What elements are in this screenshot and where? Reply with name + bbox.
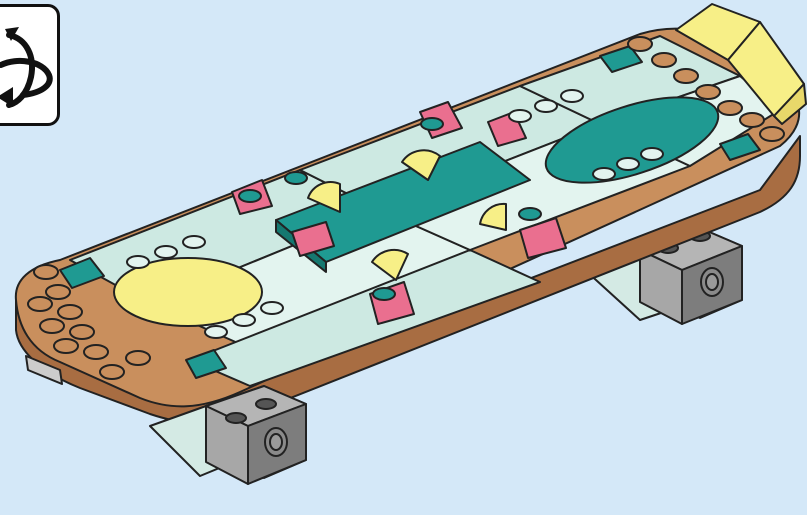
board-deck: [16, 4, 806, 424]
